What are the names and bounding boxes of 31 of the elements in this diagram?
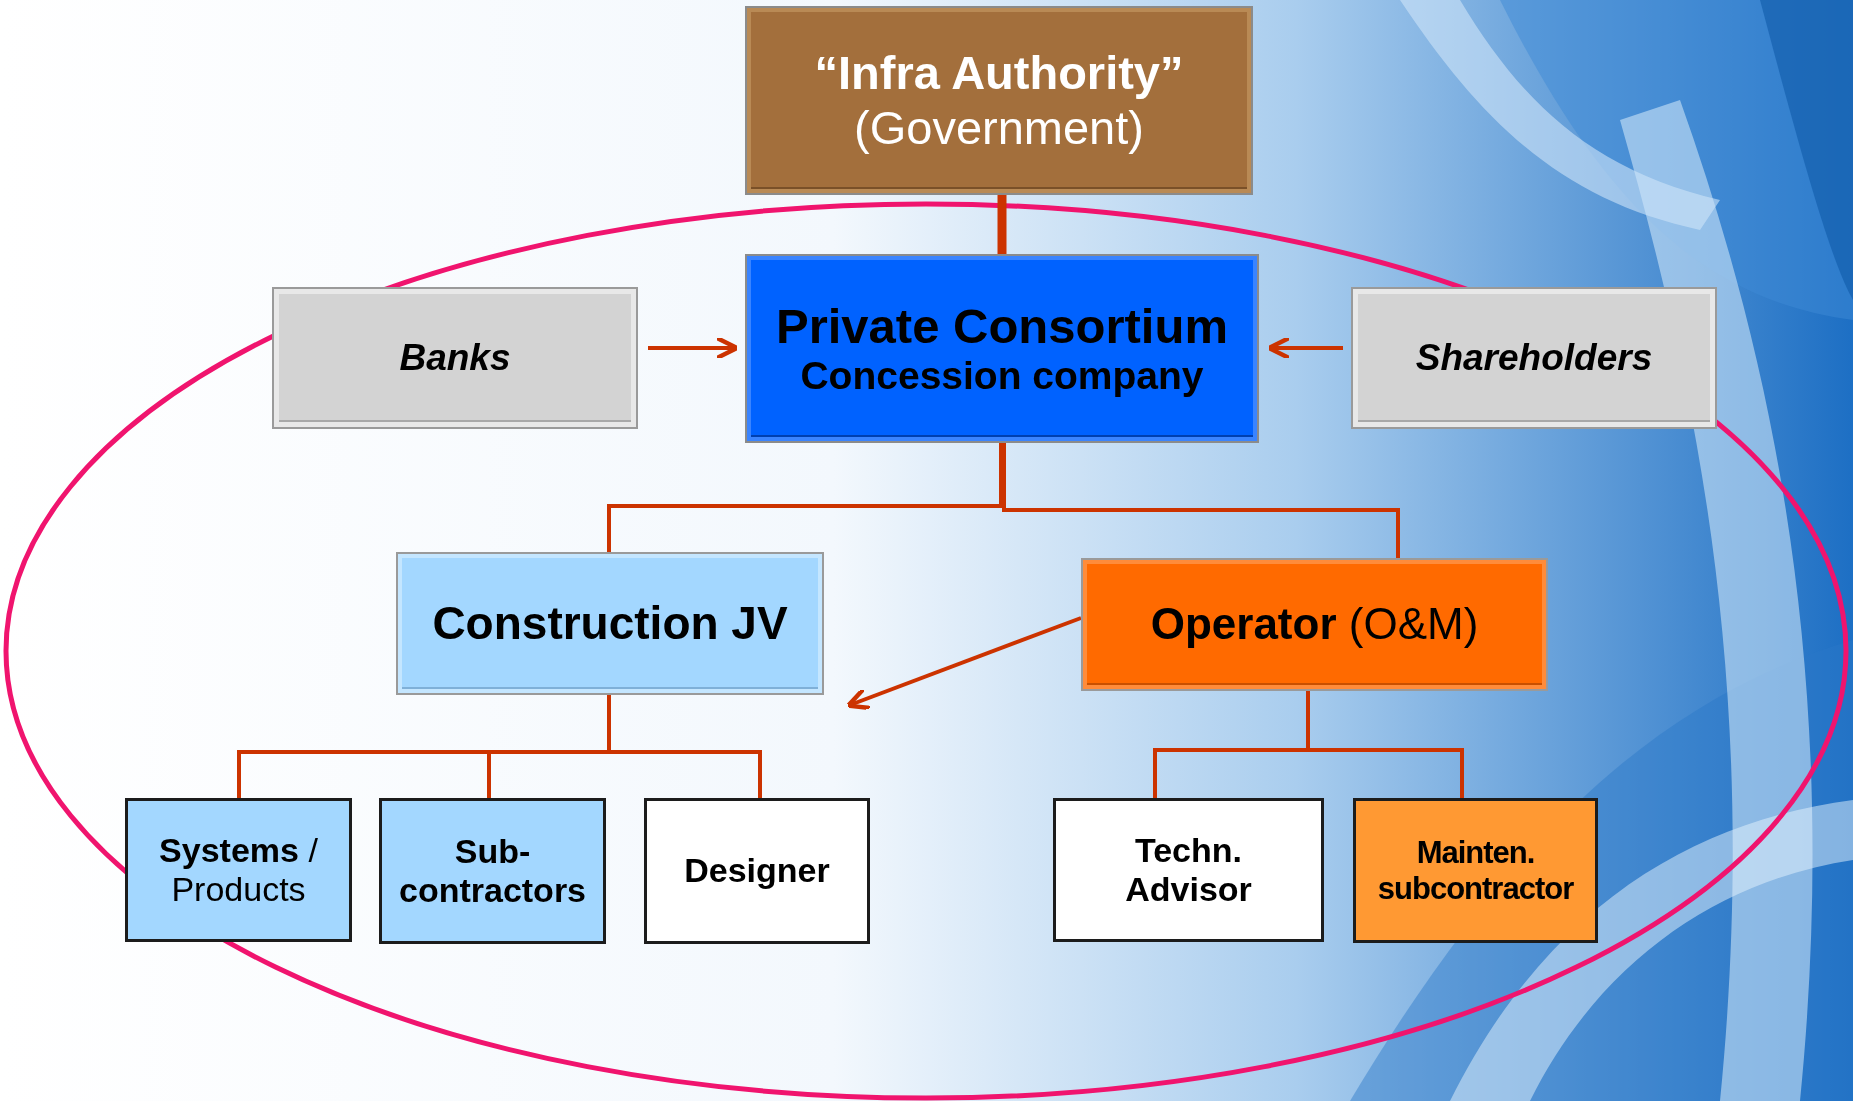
node-label: Sub-contractors <box>397 831 588 911</box>
node-label: Private Consortium <box>776 297 1228 355</box>
node-label: Operator (O&M) <box>1150 599 1479 650</box>
contractor-box <box>396 552 824 695</box>
stakeholder-box <box>272 287 638 429</box>
node-label: Shareholders <box>1415 336 1653 380</box>
node-label: Designer <box>684 851 830 891</box>
node-label: Banks <box>399 336 511 380</box>
connector-line <box>997 195 1007 254</box>
node-label: Construction JV <box>432 597 788 650</box>
arrow <box>648 335 740 361</box>
node-label: (Government) <box>854 100 1144 155</box>
node-label: Systems / Products <box>158 830 319 910</box>
supplier-box <box>1353 798 1598 943</box>
node-label: “Infra Authority” <box>814 46 1184 101</box>
supplier-box <box>1053 798 1324 942</box>
arrow <box>845 616 1082 711</box>
connector-line <box>1002 443 1400 558</box>
arrow <box>1266 335 1343 361</box>
connector-line <box>607 443 1003 552</box>
supplier-box <box>379 798 606 944</box>
supplier-box <box>644 798 870 944</box>
connector-line <box>607 695 762 798</box>
node-label: Concession company <box>800 354 1204 400</box>
operator-box <box>1081 558 1548 691</box>
supplier-box <box>125 798 352 942</box>
stakeholder-box <box>1351 287 1717 429</box>
consortium-box <box>745 254 1259 443</box>
node-label: Techn. Advisor <box>1124 830 1253 910</box>
authority-box <box>745 6 1253 195</box>
node-label: Mainten. subcontractor <box>1376 834 1575 907</box>
